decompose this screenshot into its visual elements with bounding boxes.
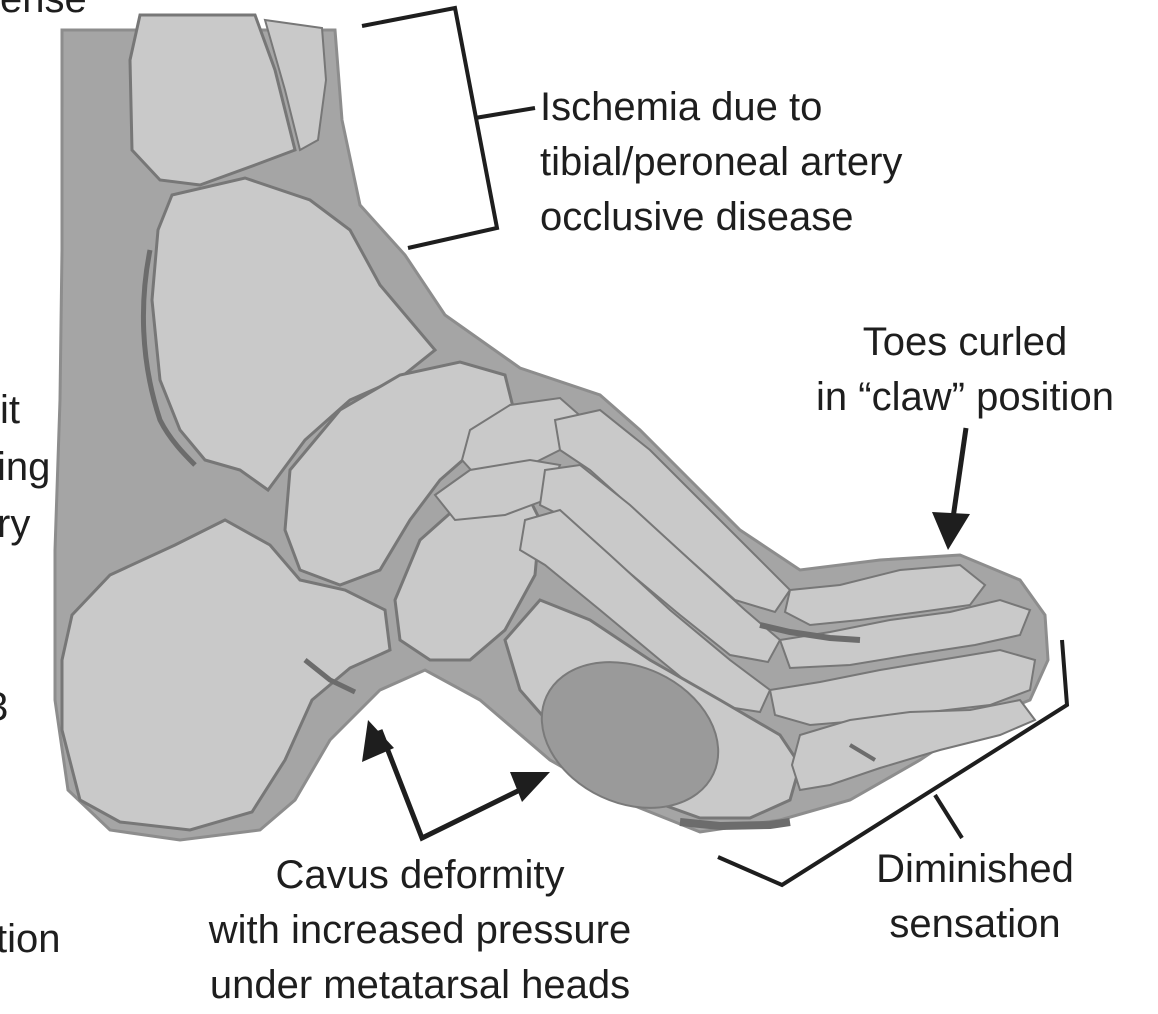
- cavus-arrowhead-right: [510, 772, 550, 802]
- vessel-mark: [680, 822, 790, 826]
- cut-left-label-4: 3: [0, 680, 8, 735]
- toes-arrow: [952, 428, 966, 525]
- ischemia-label: Ischemia due to tibial/peroneal artery o…: [540, 80, 902, 245]
- ischemia-bracket-pointer: [475, 108, 535, 118]
- cut-left-label-5: tion: [0, 912, 61, 967]
- cut-left-label-2: ing: [0, 440, 50, 495]
- toes-label: Toes curled in “claw” position: [780, 315, 1150, 425]
- cut-left-label-1: it: [0, 383, 20, 438]
- cavus-arrow: [380, 730, 530, 838]
- cut-top-label: ense: [0, 0, 87, 27]
- sensation-bracket-pointer: [935, 795, 962, 838]
- ischemia-bracket: [362, 8, 497, 248]
- cut-left-label-3: ry: [0, 497, 30, 552]
- sensation-label: Diminished sensation: [845, 842, 1105, 952]
- toes-arrowhead: [932, 512, 970, 550]
- cavus-label: Cavus deformity with increased pressure …: [155, 848, 685, 1013]
